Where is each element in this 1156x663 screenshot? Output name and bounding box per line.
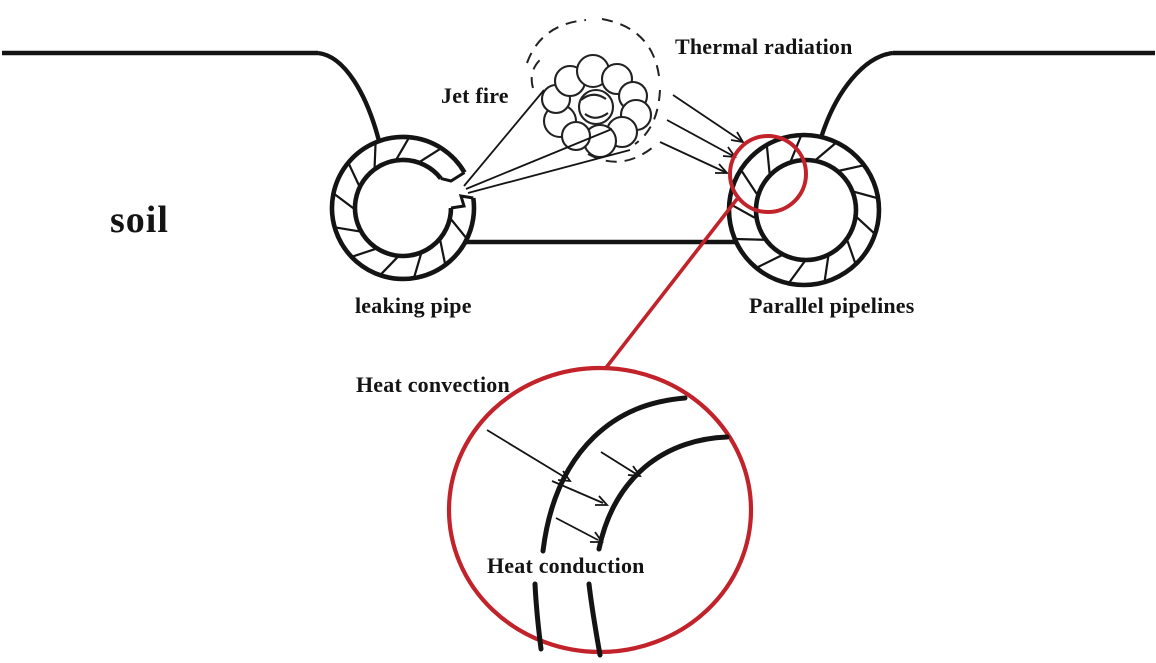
heat-convection-arrow [486, 429, 572, 483]
arrowhead [557, 470, 572, 483]
jet-fire-label: Jet fire [441, 83, 509, 108]
fire-cloud [526, 18, 661, 163]
soil-surface-right [818, 50, 1155, 139]
wall-outer-surface [540, 395, 688, 554]
leaking-pipe-cross-section [329, 134, 477, 282]
trench-wall-right [818, 50, 894, 139]
wall-outer-surface-lower [532, 581, 544, 652]
rupture-lip-upper [440, 171, 466, 183]
thermal-radiation-arrows [659, 94, 745, 174]
cloud-body [540, 53, 653, 159]
arrowhead [715, 163, 730, 174]
magnifier-connector-line [603, 197, 739, 371]
magnifier-source-circle [728, 134, 808, 214]
wall-inner-surface-lower [586, 581, 603, 658]
arrowhead [590, 531, 604, 543]
magnifier-zoom-circle [446, 365, 754, 655]
arrowhead [730, 131, 745, 144]
leaking-pipe-label: leaking pipe [355, 293, 472, 318]
rupture-lip-lower [450, 194, 474, 210]
heat-conduction-label: Heat conduction [487, 553, 645, 578]
magnified-pipe-wall [532, 395, 730, 658]
arrowhead [595, 495, 610, 506]
soil-surface-left [2, 50, 382, 142]
jet-fire-lines [463, 89, 631, 194]
arrowhead [627, 465, 642, 478]
thermal-radiation-label: Thermal radiation [675, 34, 853, 59]
soil-label: soil [110, 199, 169, 241]
leaking-pipe-outer-wall [329, 134, 477, 282]
wall-inner-surface [596, 434, 730, 552]
leaking-pipe-inner-wall [352, 157, 454, 259]
leaking-pipe-hatching [332, 136, 468, 279]
heat-conduction-arrows [551, 451, 642, 543]
trench-wall-left [317, 50, 382, 142]
heat-convection-label: Heat convection [356, 372, 510, 397]
parallel-pipelines-label: Parallel pipelines [749, 293, 915, 318]
